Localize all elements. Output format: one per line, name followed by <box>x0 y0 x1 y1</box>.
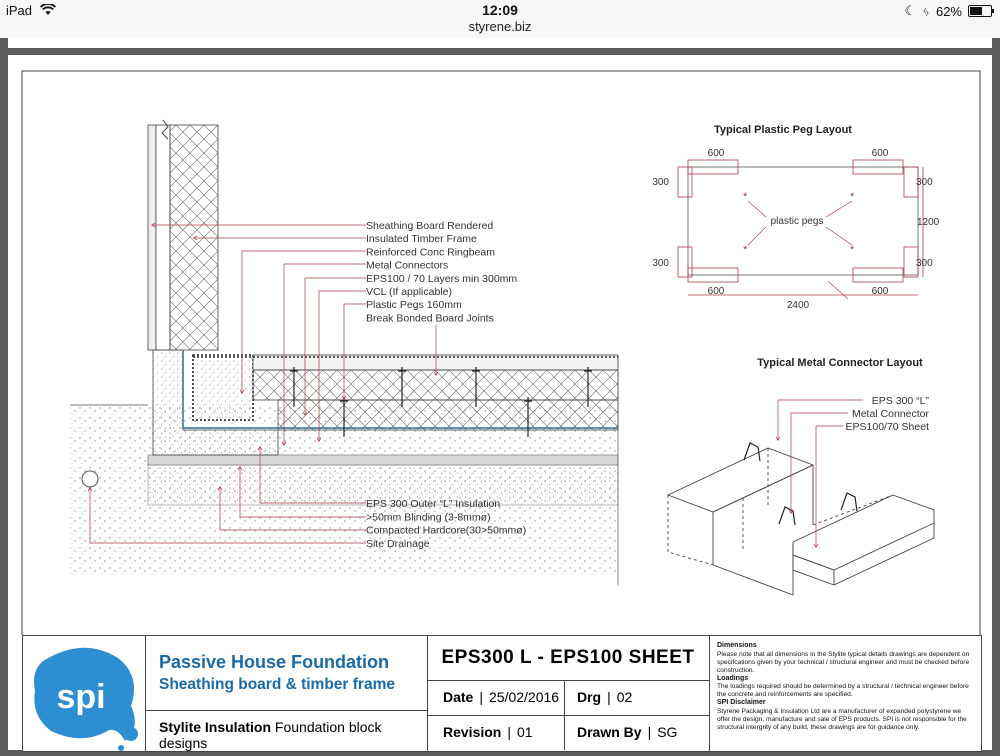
eps100-lower <box>277 399 619 431</box>
drg-value: 02 <box>616 689 633 705</box>
base-callout-label: EPS 300 Outer “L” Insulation <box>366 498 500 510</box>
base-callout-label: Compacted Hardcore(30>50mmø) <box>366 525 526 537</box>
dimensions-heading: Dimensions <box>717 642 757 649</box>
notes-panel: Dimensions Please note that all dimensio… <box>717 642 973 732</box>
peg-dim-right: 300 <box>916 258 933 269</box>
revision-label: Revision <box>443 724 502 740</box>
base-callout-label: Site Drainage <box>366 538 430 550</box>
svg-text:*: * <box>850 244 855 256</box>
peg-center-label: plastic pegs <box>771 216 824 227</box>
vcl-line <box>182 351 618 429</box>
date-label: Date <box>443 689 474 705</box>
peg-dim-bottom: 600 <box>872 286 889 297</box>
timber-frame <box>155 124 171 351</box>
bluetooth-icon: ᛃ <box>922 3 930 19</box>
logo-cell: spi <box>23 636 146 751</box>
dimensions-text: Please note that all dimensions in the S… <box>717 650 970 674</box>
peg-dim-length: 2400 <box>787 300 810 311</box>
loadings-heading: Loadings <box>717 674 749 682</box>
device-name: iPad <box>6 3 33 18</box>
drg-label: Drg <box>577 689 602 705</box>
connector-leaders <box>778 399 863 547</box>
clock: 12:09 <box>482 2 518 18</box>
metal-connectors <box>743 442 858 526</box>
company-name: Stylite Insulation <box>159 719 272 735</box>
revision-row: Revision|01 Drawn By|SG <box>427 715 709 750</box>
plastic-pegs <box>290 367 592 437</box>
section-callout-label: Reinforced Conc Ringbeam <box>366 246 495 258</box>
section-callout-label: Plastic Pegs 160mm <box>366 299 462 311</box>
concrete-slab <box>252 354 619 371</box>
company-line: Stylite Insulation Foundation block desi… <box>145 710 427 751</box>
section-callout-label: Metal Connectors <box>366 260 448 272</box>
peg-dim-top: 600 <box>872 148 889 159</box>
drainage-pipe <box>81 470 99 488</box>
svg-text:*: * <box>850 191 855 203</box>
previous-page-strip <box>8 38 992 48</box>
drawing-subtitle: Sheathing board & timber frame <box>159 676 395 693</box>
section-callout-label: Break Bonded Board Joints <box>366 312 494 324</box>
battery-fill <box>970 7 983 15</box>
connector-layout-title: Typical Metal Connector Layout <box>757 357 923 369</box>
date-drg-row: Date|25/02/2016 Drg|02 <box>427 680 709 716</box>
render-board <box>147 124 157 351</box>
wall-insulation <box>169 124 219 351</box>
peg-layout-title: Typical Plastic Peg Layout <box>714 124 852 136</box>
blinding-layer <box>147 454 619 466</box>
revision-value: 01 <box>517 724 533 740</box>
section-leaders <box>152 225 436 445</box>
device-indicator: iPad <box>6 3 56 18</box>
disclaimer-text: Styrene Packaging & Insulation Ltd are a… <box>717 707 967 731</box>
title-cell: Passive House Foundation Sheathing board… <box>145 636 428 751</box>
eps100-upper <box>252 369 619 401</box>
svg-text:*: * <box>743 191 748 203</box>
ringbeam <box>192 354 254 421</box>
peg-layout <box>677 159 924 296</box>
connector-callout-label: Metal Connector <box>852 408 930 420</box>
drawn-value: SG <box>657 724 678 740</box>
base-leaders <box>90 447 366 544</box>
peg-dim-width: 1200 <box>917 217 940 228</box>
section-callout-label: EPS100 / 70 Layers min 300mm <box>366 273 517 285</box>
hardcore-layer <box>147 464 619 506</box>
battery-percent: 62% <box>935 3 962 19</box>
sheet-name: EPS300 L - EPS100 SHEET <box>427 636 709 681</box>
status-right: ☾ ᛃ 62% <box>904 3 994 19</box>
connector-iso <box>666 447 935 596</box>
section-callout-label: VCL (If applicable) <box>366 286 452 298</box>
loadings-text: The loadings required should be determin… <box>717 683 969 699</box>
drawing-title: Passive House Foundation <box>159 652 390 672</box>
moon-icon: ☾ <box>904 3 917 18</box>
connector-callout-label: EPS 300 “L” <box>872 395 930 407</box>
disclaimer-heading: SPI Disclaimer <box>717 699 766 707</box>
peg-dim-bottom: 600 <box>708 286 725 297</box>
section-callout-label: Sheathing Board Rendered <box>366 220 493 232</box>
drawing-frame <box>21 70 981 635</box>
peg-dim-right: 300 <box>916 177 933 188</box>
svg-text:*: * <box>743 244 748 256</box>
address-bar[interactable]: styrene.biz <box>468 19 532 34</box>
company-subtitle: Foundation block designs <box>159 719 382 751</box>
title-block: spi Passive House Foundation Sheathing b… <box>22 635 982 752</box>
info-cell: EPS300 L - EPS100 SHEET Date|25/02/2016 … <box>427 636 710 751</box>
peg-dim-left: 300 <box>652 177 669 188</box>
peg-dim-top: 600 <box>708 148 725 159</box>
section-callout-label: Insulated Timber Frame <box>366 233 477 245</box>
date-value: 25/02/2016 <box>489 689 560 705</box>
spi-logo: spi <box>34 647 138 751</box>
peg-markers: * * * * <box>743 191 855 256</box>
logo-text: spi <box>56 678 105 716</box>
battery-icon <box>968 5 994 17</box>
drawn-label: Drawn By <box>577 724 642 740</box>
wifi-icon <box>39 3 56 15</box>
peg-dim-left: 300 <box>652 258 669 269</box>
status-bar: iPad 12:09 styrene.biz ☾ ᛃ 62% <box>0 0 1000 38</box>
connector-callout-label: EPS100/70 Sheet <box>846 421 930 433</box>
base-callout-label: >50mm Blinding (3-8mmø) <box>366 511 491 523</box>
